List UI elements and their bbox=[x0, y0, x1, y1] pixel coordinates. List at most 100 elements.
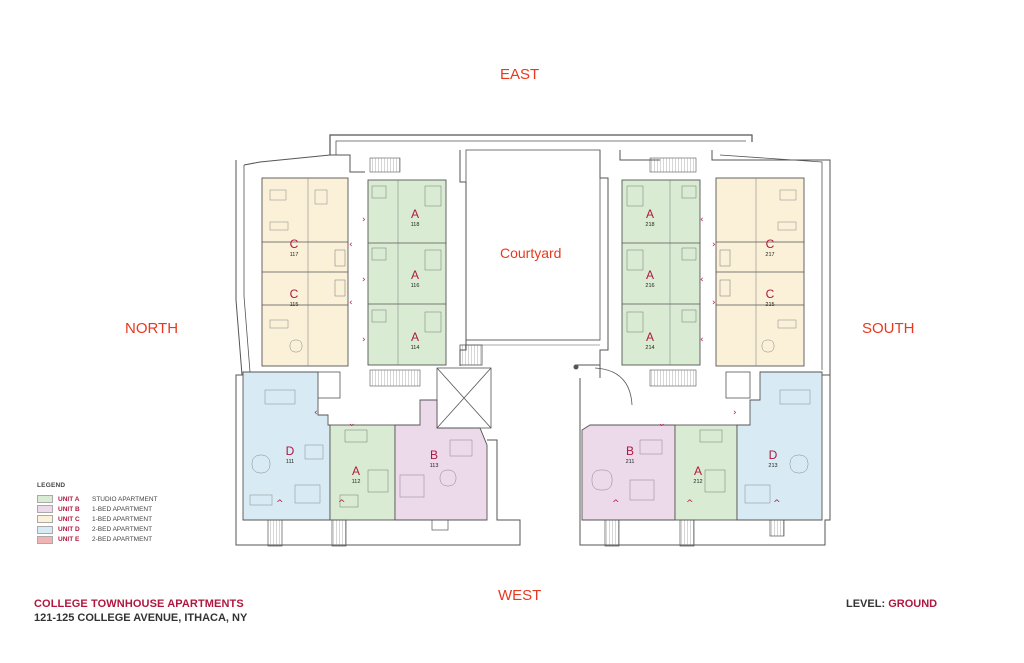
stair-left-mid bbox=[369, 369, 421, 387]
svg-text:›: › bbox=[733, 408, 737, 418]
courtyard-area bbox=[459, 149, 601, 366]
unit-number: 211 bbox=[626, 459, 635, 465]
entry-markers: ›‹ ›‹ › ‹› ‹› ‹ ‹› ⌄⌄ ^^ ^^ ^ bbox=[276, 215, 781, 509]
courtyard-label: Courtyard bbox=[500, 245, 562, 261]
svg-text:›: › bbox=[712, 298, 716, 308]
legend-desc: STUDIO APARTMENT bbox=[92, 495, 158, 503]
unit-letter: A bbox=[694, 464, 702, 478]
unit-number: 111 bbox=[286, 459, 294, 465]
unit-letter: C bbox=[766, 287, 775, 301]
unit-a-block-left bbox=[367, 179, 447, 366]
legend-list: UNIT A STUDIO APARTMENT UNIT B 1-BED APARTM… bbox=[37, 494, 158, 545]
level-indicator: LEVEL: GROUND bbox=[846, 598, 937, 610]
legend-swatch bbox=[37, 525, 53, 534]
legend-desc: 2-BED APARTMENT bbox=[92, 526, 153, 534]
stair-left-top bbox=[369, 157, 401, 173]
legend-key: UNIT A bbox=[58, 495, 80, 503]
legend-key: UNIT C bbox=[58, 515, 80, 523]
unit-number: 218 bbox=[645, 222, 654, 228]
level-label: LEVEL: bbox=[846, 598, 886, 610]
unit-letter: C bbox=[766, 237, 775, 251]
svg-text:‹: ‹ bbox=[349, 298, 353, 308]
unit-letter: D bbox=[286, 444, 295, 458]
unit-letter: A bbox=[646, 330, 654, 344]
unit-b-block-right bbox=[581, 424, 676, 521]
unit-number: 216 bbox=[645, 283, 654, 289]
right-building bbox=[573, 150, 831, 546]
unit-number: 114 bbox=[411, 345, 420, 351]
legend-item: UNIT C 1-BED APARTMENT bbox=[37, 514, 158, 524]
svg-text:‹: ‹ bbox=[700, 215, 704, 225]
legend-key: UNIT B bbox=[58, 505, 80, 513]
level-value: GROUND bbox=[888, 598, 938, 610]
unit-number: 118 bbox=[411, 222, 420, 228]
stair-right-top bbox=[649, 157, 697, 173]
left-entrances bbox=[267, 519, 449, 547]
svg-text:⌄: ⌄ bbox=[348, 419, 356, 429]
legend-swatch bbox=[37, 515, 53, 524]
legend-item: UNIT E 2-BED APARTMENT bbox=[37, 535, 158, 545]
unit-letter: B bbox=[430, 448, 438, 462]
right-entrances bbox=[604, 519, 785, 547]
unit-letter: A bbox=[646, 207, 654, 221]
legend-swatch bbox=[37, 535, 53, 544]
unit-number: 113 bbox=[430, 463, 439, 469]
unit-number: 116 bbox=[411, 283, 420, 289]
legend-desc: 2-BED APARTMENT bbox=[92, 536, 153, 544]
unit-letter: A bbox=[352, 464, 360, 478]
svg-text:‹: ‹ bbox=[700, 335, 704, 345]
unit-c-block-left bbox=[261, 177, 349, 367]
unit-number: 215 bbox=[765, 302, 774, 308]
unit-number: 212 bbox=[693, 479, 702, 485]
svg-text:‹: ‹ bbox=[314, 408, 318, 418]
svg-text:›: › bbox=[362, 215, 366, 225]
unit-number: 112 bbox=[352, 479, 361, 485]
legend-swatch bbox=[37, 495, 53, 504]
svg-text:^: ^ bbox=[686, 499, 694, 509]
unit-letter: A bbox=[411, 207, 419, 221]
unit-number: 217 bbox=[765, 252, 774, 258]
unit-labels: A118A116A114C117C115D111A112B113A218A216… bbox=[286, 207, 778, 485]
svg-text:⌄: ⌄ bbox=[658, 419, 666, 429]
legend-title: LEGEND bbox=[37, 482, 66, 489]
direction-south: SOUTH bbox=[862, 320, 915, 337]
direction-north: NORTH bbox=[125, 320, 179, 337]
legend: LEGEND UNIT A STUDIO APARTMENT UNIT B 1-BED… bbox=[37, 482, 158, 545]
legend-swatch bbox=[37, 505, 53, 514]
svg-text:›: › bbox=[712, 240, 716, 250]
svg-text:^: ^ bbox=[338, 499, 346, 509]
legend-desc: 1-BED APARTMENT bbox=[92, 515, 153, 523]
legend-key: UNIT D bbox=[58, 526, 80, 534]
svg-text:^: ^ bbox=[276, 499, 284, 509]
project-address: 121-125 COLLEGE AVENUE, ITHACA, NY bbox=[34, 612, 248, 624]
legend-item: UNIT A STUDIO APARTMENT bbox=[37, 494, 158, 504]
unit-number: 117 bbox=[290, 252, 299, 258]
unit-letter: C bbox=[290, 237, 299, 251]
elevator-right bbox=[725, 371, 751, 399]
unit-a-block-right-bottom bbox=[674, 424, 738, 521]
legend-key: UNIT E bbox=[58, 536, 80, 544]
svg-text:‹: ‹ bbox=[700, 275, 704, 285]
unit-letter: A bbox=[646, 268, 654, 282]
svg-text:‹: ‹ bbox=[349, 240, 353, 250]
unit-letter: A bbox=[411, 330, 419, 344]
unit-a-block-left-bottom bbox=[329, 424, 396, 521]
svg-text:›: › bbox=[362, 335, 366, 345]
project-title: COLLEGE TOWNHOUSE APARTMENTS bbox=[34, 598, 244, 610]
legend-desc: 1-BED APARTMENT bbox=[92, 505, 153, 513]
unit-c-block-right bbox=[715, 177, 805, 367]
unit-letter: C bbox=[290, 287, 299, 301]
unit-letter: B bbox=[626, 444, 634, 458]
unit-letter: D bbox=[769, 448, 778, 462]
direction-east: EAST bbox=[500, 66, 540, 83]
unit-d-block-right bbox=[736, 371, 823, 521]
unit-b-block-left bbox=[394, 399, 488, 521]
svg-text:^: ^ bbox=[773, 499, 781, 509]
unit-number: 115 bbox=[290, 302, 299, 308]
unit-a-block-right bbox=[621, 179, 701, 366]
legend-item: UNIT B 1-BED APARTMENT bbox=[37, 504, 158, 514]
stair-right-mid bbox=[649, 369, 697, 387]
elevator-left bbox=[315, 371, 341, 399]
legend-item: UNIT D 2-BED APARTMENT bbox=[37, 525, 158, 535]
